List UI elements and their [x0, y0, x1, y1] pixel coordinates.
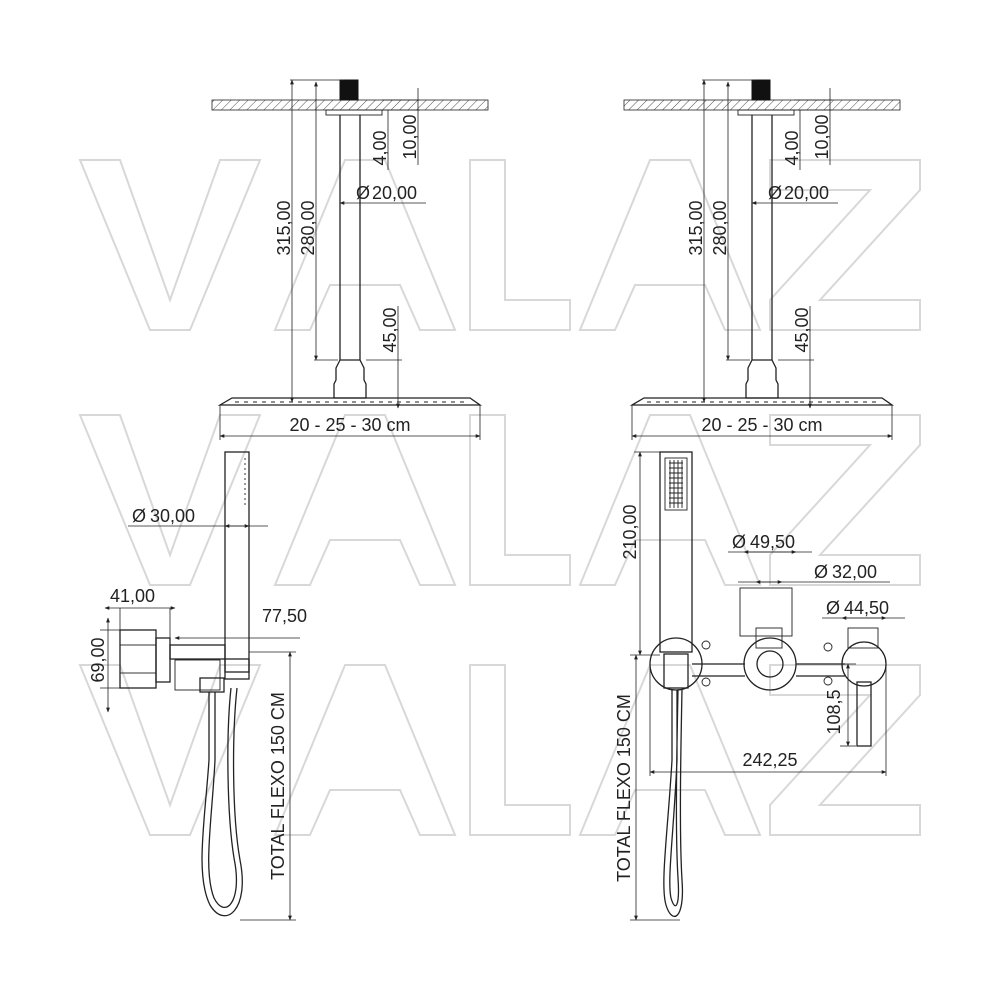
dia49-5-symbol: Ø	[732, 532, 746, 552]
dim-45: 45,00	[366, 306, 402, 409]
ceiling-inlet-block	[339, 79, 359, 101]
dim-10-right-label: 10,00	[812, 114, 832, 159]
hand-shower	[224, 451, 250, 673]
dim-dia32: Ø 32,00	[738, 562, 890, 584]
wall-outlet	[119, 629, 250, 693]
dim-77-5: 77,50	[174, 606, 307, 644]
dim-dia32-label: 32,00	[832, 562, 877, 582]
dim-flexo: TOTAL FLEXO 150 CM	[240, 651, 296, 921]
dim-4-10: 4,00 10,00	[370, 88, 420, 170]
ceiling-flange-right	[737, 109, 795, 116]
dim-210: 210,00	[620, 451, 660, 656]
dia30-symbol: Ø	[132, 506, 146, 526]
dim-69: 69,00	[88, 617, 120, 713]
dim-flexo-right: TOTAL FLEXO 150 CM	[614, 654, 680, 921]
dim-dia20-label: 20,00	[372, 183, 417, 203]
dim-flexo-label: TOTAL FLEXO 150 CM	[268, 692, 288, 880]
left-view: 315,00 280,00 4,00 10,00 Ø 20,00 45,00	[88, 79, 489, 921]
dim-315-right-label: 315,00	[686, 200, 706, 255]
dim-10-label: 10,00	[400, 114, 420, 159]
ceiling-inlet-block-right	[751, 79, 771, 101]
shower-head-right	[629, 397, 895, 406]
dim-dia20-right-label: 20,00	[784, 183, 829, 203]
dim-dia44-5-label: 44,50	[844, 598, 889, 618]
dim-dia20: Ø 20,00	[339, 183, 426, 205]
dim-4-label: 4,00	[370, 130, 390, 165]
dim-4-right-label: 4,00	[782, 130, 802, 165]
ceiling-section-right	[623, 79, 901, 116]
dim-108-5-label: 108,5	[824, 689, 844, 734]
dim-242-25: 242,25	[649, 664, 887, 776]
flexible-hose-right	[663, 689, 684, 917]
watermark-row-2	[78, 414, 921, 586]
dim-dia20-right: Ø 20,00	[751, 183, 838, 205]
dim-4-10-right: 4,00 10,00	[782, 88, 832, 170]
dim-210-label: 210,00	[620, 504, 640, 559]
shower-arm-right	[745, 115, 779, 399]
dim-head-size: 20 - 25 - 30 cm	[219, 405, 481, 440]
dim-280: 280,00	[298, 81, 338, 361]
dim-head-size-right-label: 20 - 25 - 30 cm	[701, 415, 822, 435]
dim-315: 315,00	[274, 79, 345, 403]
dim-108-5: 108,5	[824, 663, 856, 747]
dim-280-right-label: 280,00	[710, 200, 730, 255]
dia20-symbol: Ø	[356, 183, 370, 203]
dim-dia49-5: Ø 49,50	[728, 532, 812, 554]
dim-280-right: 280,00	[710, 81, 750, 361]
dim-flexo-right-label: TOTAL FLEXO 150 CM	[614, 694, 634, 882]
dim-41: 41,00	[104, 586, 176, 638]
dim-45-label: 45,00	[380, 307, 400, 352]
dia32-symbol: Ø	[814, 562, 828, 582]
dim-dia44-5: Ø 44,50	[822, 598, 905, 620]
dia44-5-symbol: Ø	[826, 598, 840, 618]
watermark	[78, 159, 921, 836]
dim-242-25-label: 242,25	[742, 750, 797, 770]
dim-dia30: Ø 30,00	[128, 506, 268, 528]
dim-dia30-label: 30,00	[150, 506, 195, 526]
hand-shower-front	[659, 451, 693, 653]
ceiling-flange	[325, 109, 383, 116]
dim-45-right: 45,00	[778, 306, 814, 409]
dim-45-right-label: 45,00	[792, 307, 812, 352]
diverter-knob	[756, 650, 784, 678]
flexible-hose	[201, 687, 243, 917]
dim-dia49-5-label: 49,50	[750, 532, 795, 552]
shower-head	[217, 397, 483, 406]
dim-315-right: 315,00	[686, 79, 757, 403]
mixer-lever	[856, 681, 872, 747]
ceiling-section	[211, 79, 489, 116]
shower-arm	[333, 115, 367, 399]
right-view: 315,00 280,00 4,00 10,00 Ø 20,00 45,00	[614, 79, 905, 921]
dim-280-label: 280,00	[298, 200, 318, 255]
dim-head-size-right: 20 - 25 - 30 cm	[631, 405, 893, 440]
dia20-right-symbol: Ø	[768, 183, 782, 203]
dim-77-5-label: 77,50	[262, 606, 307, 626]
dim-315-label: 315,00	[274, 200, 294, 255]
dim-41-label: 41,00	[110, 586, 155, 606]
dim-69-label: 69,00	[88, 637, 108, 682]
dim-head-size-label: 20 - 25 - 30 cm	[289, 415, 410, 435]
